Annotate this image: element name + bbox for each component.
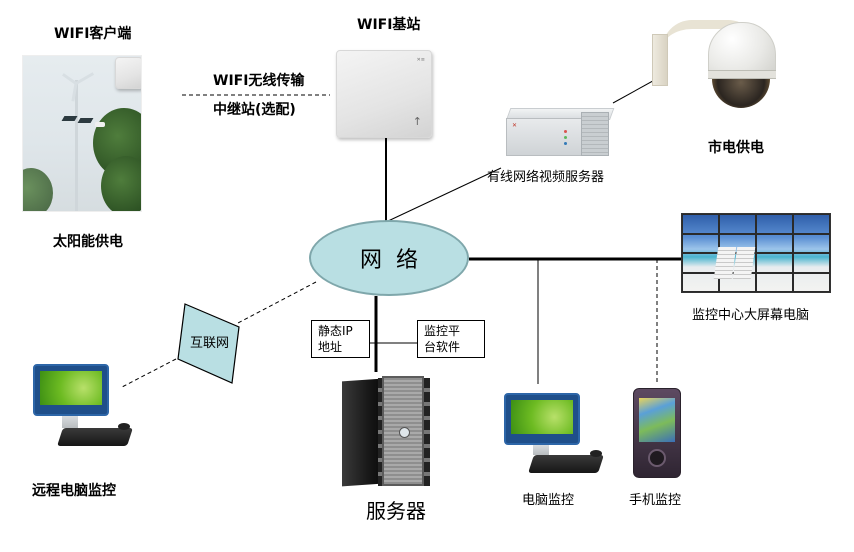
server-tower-rail bbox=[378, 378, 384, 486]
turbine-blade-icon bbox=[75, 72, 95, 85]
static-ip-line2: 地址 bbox=[318, 340, 343, 354]
wifi-base-station-icon: ✕≡ ↑ bbox=[336, 50, 432, 138]
wall-cell bbox=[793, 272, 830, 292]
wall-cell bbox=[793, 253, 830, 273]
video-wall-caption: 监控中心大屏幕电脑 bbox=[692, 308, 810, 323]
tree-icon bbox=[101, 156, 141, 211]
server-logo-icon bbox=[399, 427, 410, 438]
wall-cell bbox=[682, 253, 719, 273]
phone-screen bbox=[639, 398, 675, 442]
wifi-relay-label-bottom: 中继站(选配) bbox=[213, 102, 296, 118]
static-ip-line1: 静态IP bbox=[318, 324, 353, 338]
mobile-phone-icon bbox=[633, 388, 681, 478]
wall-cell bbox=[756, 253, 793, 273]
pc-monitor-caption: 电脑监控 bbox=[522, 493, 575, 508]
remote-pc-link bbox=[121, 358, 177, 388]
video-server-caption: 有线网络视频服务器 bbox=[487, 170, 605, 185]
camera-mount-icon bbox=[652, 34, 668, 86]
pc-monitor-icon bbox=[504, 393, 580, 445]
platform-software-line1: 监控平 bbox=[424, 324, 461, 338]
dome-camera-icon bbox=[708, 22, 776, 78]
network-label: 网络 bbox=[359, 248, 432, 273]
turbine-blade-icon bbox=[62, 73, 77, 85]
monitor-screen bbox=[511, 400, 573, 434]
internet-node-shape bbox=[177, 303, 240, 384]
wifi-client-caption: 太阳能供电 bbox=[53, 234, 123, 250]
platform-software-line2: 台软件 bbox=[424, 340, 461, 354]
camera-arm-icon bbox=[662, 20, 758, 50]
network-node: 网络 bbox=[309, 220, 469, 296]
keyboard-icon bbox=[528, 455, 604, 473]
video-server-front bbox=[506, 118, 582, 156]
wall-cell bbox=[682, 214, 719, 234]
wall-cell bbox=[682, 272, 719, 292]
wifi-base-title: WIFI基站 bbox=[357, 17, 421, 33]
remote-pc-caption: 远程电脑监控 bbox=[32, 483, 116, 499]
camera-caption: 市电供电 bbox=[708, 140, 764, 156]
wall-cell bbox=[756, 233, 793, 253]
wall-cell bbox=[756, 214, 793, 234]
brand-logo-icon: ✕≡ bbox=[416, 57, 425, 63]
wall-cell bbox=[793, 233, 830, 253]
monitor-screen bbox=[40, 371, 102, 405]
wall-cell bbox=[756, 272, 793, 292]
pole-icon bbox=[75, 80, 78, 211]
wall-cell bbox=[682, 233, 719, 253]
wall-cell bbox=[719, 214, 756, 234]
static-ip-box: 静态IP 地址 bbox=[311, 320, 370, 358]
monitor-stand-icon bbox=[62, 416, 78, 428]
server-caption: 服务器 bbox=[366, 499, 426, 523]
video-server-icon: ✕ bbox=[506, 108, 615, 156]
wall-cell bbox=[793, 214, 830, 234]
internet-link bbox=[237, 281, 317, 324]
mobile-monitor-caption: 手机监控 bbox=[629, 493, 682, 508]
video-wall-icon bbox=[681, 213, 831, 293]
led-icon bbox=[564, 136, 567, 139]
phone-dpad-icon bbox=[648, 449, 666, 467]
solar-wind-pole-image bbox=[22, 55, 142, 212]
wifi-client-antenna-icon bbox=[115, 57, 141, 89]
mouse-icon bbox=[590, 450, 602, 457]
wifi-relay-label-top: WIFI无线传输 bbox=[213, 73, 305, 89]
led-icon bbox=[564, 130, 567, 133]
platform-software-box: 监控平 台软件 bbox=[417, 320, 485, 358]
monitor-stand-icon bbox=[533, 445, 549, 455]
server-tower-side bbox=[342, 378, 382, 487]
remote-pc-monitor-icon bbox=[33, 364, 109, 416]
wifi-client-title: WIFI客户端 bbox=[54, 26, 132, 42]
internet-label: 互联网 bbox=[190, 336, 230, 351]
video-server-link bbox=[385, 167, 502, 223]
tree-icon bbox=[23, 168, 53, 211]
video-server-side bbox=[581, 112, 609, 156]
mouse-icon bbox=[118, 423, 130, 430]
camera-icon bbox=[95, 122, 105, 127]
camera-band-icon bbox=[708, 70, 776, 79]
led-icon bbox=[564, 142, 567, 145]
server-tower-rail bbox=[424, 378, 430, 486]
arrow-up-icon: ↑ bbox=[412, 115, 422, 128]
brand-logo-icon: ✕ bbox=[512, 122, 518, 129]
solar-panel-icon bbox=[77, 118, 94, 123]
keyboard-icon bbox=[57, 428, 133, 446]
